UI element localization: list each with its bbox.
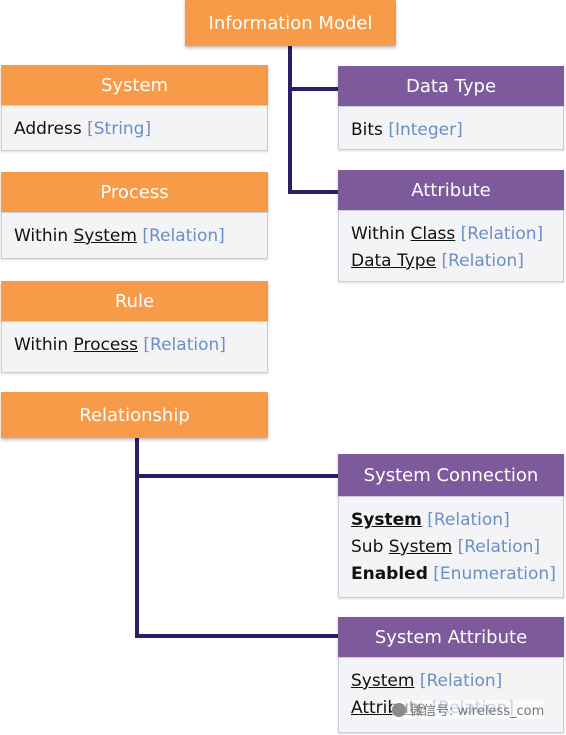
field-type: [Relation] (142, 226, 225, 246)
rule-header: Rule (1, 281, 268, 321)
field-type: [Enumeration] (433, 564, 556, 584)
field-name: Enabled (351, 564, 428, 584)
field-type: [Relation] (441, 251, 524, 271)
rule-title: Rule (114, 290, 155, 312)
field-type: [Relation] (460, 224, 544, 244)
system-connection-field-sub-system: Sub System [Relation] (351, 534, 551, 561)
connector-relationship-vertical (135, 438, 139, 638)
connector-root-vertical (288, 46, 292, 194)
system-attribute-field-system: System [Relation] (351, 668, 551, 695)
system-attribute-header: System Attribute (338, 617, 564, 657)
field-name: System (351, 671, 415, 691)
field-name: Bits (351, 120, 383, 140)
system-connection-body: System [Relation] Sub System [Relation] … (338, 496, 564, 598)
system-connection-header: System Connection (338, 454, 564, 496)
process-field-within-system: Within System [Relation] (14, 223, 255, 250)
system-attribute-title: System Attribute (374, 626, 528, 648)
data-type-header: Data Type (338, 66, 564, 106)
field-prefix: Within (351, 224, 406, 244)
field-name: Address (14, 119, 82, 139)
field-name: Process (73, 335, 139, 355)
connector-to-attribute (288, 190, 338, 194)
field-prefix: Within (14, 226, 69, 246)
attribute-field-data-type: Data Type [Relation] (351, 248, 551, 275)
attribute-title: Attribute (411, 179, 491, 201)
field-name: System (73, 226, 137, 246)
field-type: [Integer] (388, 120, 463, 140)
watermark: 微信号: wireless_com (392, 700, 545, 719)
information-model-label: Information Model (208, 12, 373, 34)
relationship-title: Relationship (79, 404, 190, 426)
field-type: [String] (87, 119, 152, 139)
system-header: System (1, 65, 268, 105)
system-connection-title: System Connection (363, 464, 539, 486)
field-name: Data Type (351, 251, 437, 271)
rule-field-within-process: Within Process [Relation] (14, 332, 255, 359)
field-type: [Relation] (419, 671, 503, 691)
information-model-box: Information Model (185, 0, 396, 46)
attribute-body: Within Class [Relation] Data Type [Relat… (338, 210, 564, 282)
field-prefix: Sub (351, 537, 384, 557)
rule-body: Within Process [Relation] (1, 321, 268, 373)
field-type: [Relation] (427, 510, 510, 530)
process-header: Process (1, 172, 268, 212)
system-title: System (100, 74, 169, 96)
watermark-text: 微信号: wireless_com (410, 704, 545, 719)
system-body: Address [String] (1, 105, 268, 151)
field-name: Class (410, 224, 456, 244)
field-type: [Relation] (143, 335, 226, 355)
field-name: System (388, 537, 453, 557)
field-type: [Relation] (457, 537, 541, 557)
field-prefix: Within (14, 335, 69, 355)
system-connection-field-enabled: Enabled [Enumeration] (351, 561, 556, 588)
connector-to-system-attribute (135, 634, 338, 638)
system-field-address: Address [String] (14, 116, 255, 143)
attribute-field-within-class: Within Class [Relation] (351, 221, 551, 248)
data-type-body: Bits [Integer] (338, 106, 564, 150)
data-type-title: Data Type (405, 75, 497, 97)
system-attribute-body: System [Relation] Attribute [Relation] (338, 657, 564, 733)
process-title: Process (100, 181, 169, 203)
data-type-field-bits: Bits [Integer] (351, 117, 551, 144)
wechat-icon (392, 702, 406, 717)
attribute-header: Attribute (338, 170, 564, 210)
field-name: System (351, 510, 422, 530)
process-body: Within System [Relation] (1, 212, 268, 259)
relationship-box: Relationship (1, 392, 268, 438)
connector-to-data-type (288, 87, 338, 91)
system-connection-field-system: System [Relation] (351, 507, 551, 534)
connector-to-system-connection (135, 474, 338, 478)
